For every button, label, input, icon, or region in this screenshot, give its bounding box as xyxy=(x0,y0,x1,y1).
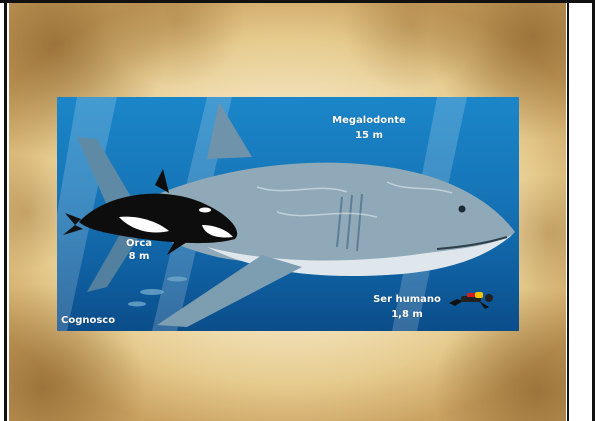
frame-left-border xyxy=(4,0,7,421)
megalodon-size-label: 15 m xyxy=(319,129,419,142)
human-label: Ser humano xyxy=(362,293,452,306)
frame-right-border xyxy=(567,0,569,421)
ocean-illustration: Megalodonte 15 m Orca 8 m Ser humano 1,8… xyxy=(57,97,519,331)
credit-label: Cognosco xyxy=(61,314,131,327)
orca-size-label: 8 m xyxy=(109,250,169,263)
human-size-label: 1,8 m xyxy=(362,308,452,321)
human-diver xyxy=(449,292,493,309)
orca-label: Orca xyxy=(109,237,169,250)
megalodon-label: Megalodonte xyxy=(319,114,419,127)
